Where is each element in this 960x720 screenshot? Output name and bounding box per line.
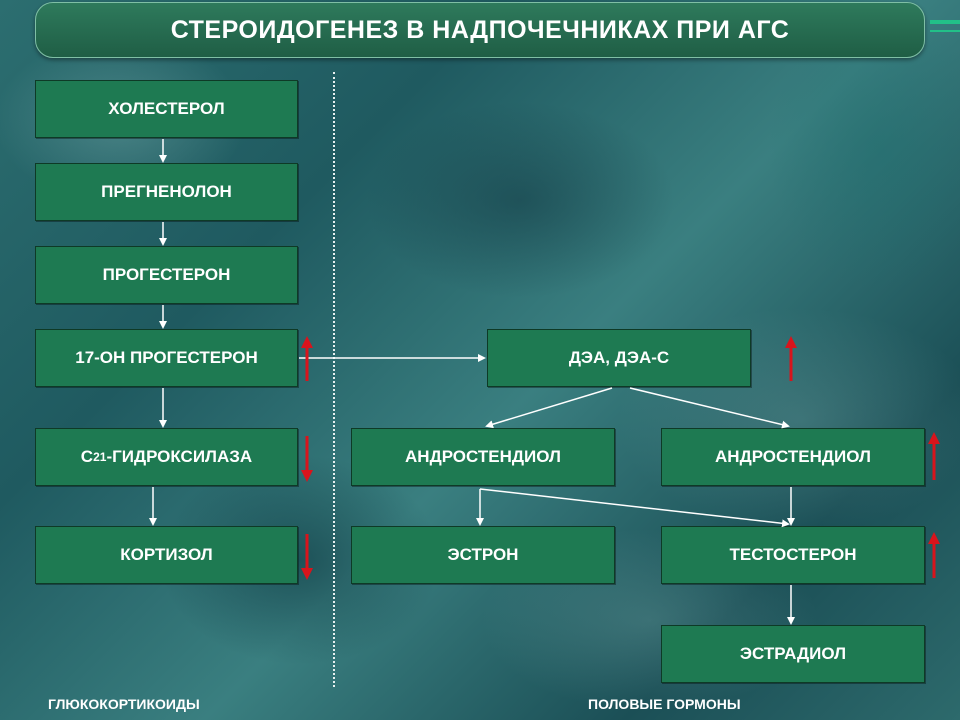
box-label: 17-ОН ПРОГЕСТЕРОН: [75, 348, 258, 367]
box-label-subscript: 21: [93, 450, 107, 464]
box-testosterone: ТЕСТОСТЕРОН: [661, 526, 925, 584]
box-label: ДЭА, ДЭА-С: [568, 348, 670, 367]
box-estrone: ЭСТРОН: [351, 526, 615, 584]
footer-right-text: ПОЛОВЫЕ ГОРМОНЫ: [588, 696, 741, 712]
footer-label-sex-hormones: ПОЛОВЫЕ ГОРМОНЫ: [588, 696, 741, 712]
section-divider: [333, 72, 335, 687]
footer-label-glucocorticoids: ГЛЮКОКОРТИКОИДЫ: [48, 696, 200, 712]
box-label-prefix: С: [80, 447, 94, 466]
title-bar: СТЕРОИДОГЕНЕЗ В НАДПОЧЕЧНИКАХ ПРИ АГС: [35, 2, 925, 58]
title-accent-line-bottom: [930, 30, 960, 32]
box-progesterone: ПРОГЕСТЕРОН: [35, 246, 298, 304]
box-cortisol: КОРТИЗОЛ: [35, 526, 298, 584]
box-cholesterol: ХОЛЕСТЕРОЛ: [35, 80, 298, 138]
arrow-androstenediol-to-testosterone: [479, 488, 790, 528]
arrow-dhea-to-androstenediol-right: [629, 387, 790, 429]
box-label: АНДРОСТЕНДИОЛ: [405, 447, 561, 466]
arrow-dhea-to-androstenediol-left: [485, 387, 613, 429]
title-accent-line-top: [930, 20, 960, 24]
box-label: ХОЛЕСТЕРОЛ: [108, 99, 225, 118]
footer-left-text: ГЛЮКОКОРТИКОИДЫ: [48, 696, 200, 712]
box-androstenediol-right: АНДРОСТЕНДИОЛ: [661, 428, 925, 486]
box-label: КОРТИЗОЛ: [120, 545, 213, 564]
box-label: ТЕСТОСТЕРОН: [729, 545, 857, 564]
box-pregnenolone: ПРЕГНЕНОЛОН: [35, 163, 298, 221]
box-label: ПРОГЕСТЕРОН: [102, 265, 231, 284]
box-androstenediol-left: АНДРОСТЕНДИОЛ: [351, 428, 615, 486]
box-dhea: ДЭА, ДЭА-С: [487, 329, 751, 387]
box-label: ЭСТРАДИОЛ: [739, 644, 847, 663]
box-label: АНДРОСТЕНДИОЛ: [715, 447, 871, 466]
box-label: ПРЕГНЕНОЛОН: [101, 182, 232, 201]
box-17oh-progesterone: 17-ОН ПРОГЕСТЕРОН: [35, 329, 298, 387]
page-title: СТЕРОИДОГЕНЕЗ В НАДПОЧЕЧНИКАХ ПРИ АГС: [170, 15, 790, 44]
box-label: ЭСТРОН: [447, 545, 519, 564]
box-label-rest: -ГИДРОКСИЛАЗА: [106, 447, 253, 466]
box-estradiol: ЭСТРАДИОЛ: [661, 625, 925, 683]
